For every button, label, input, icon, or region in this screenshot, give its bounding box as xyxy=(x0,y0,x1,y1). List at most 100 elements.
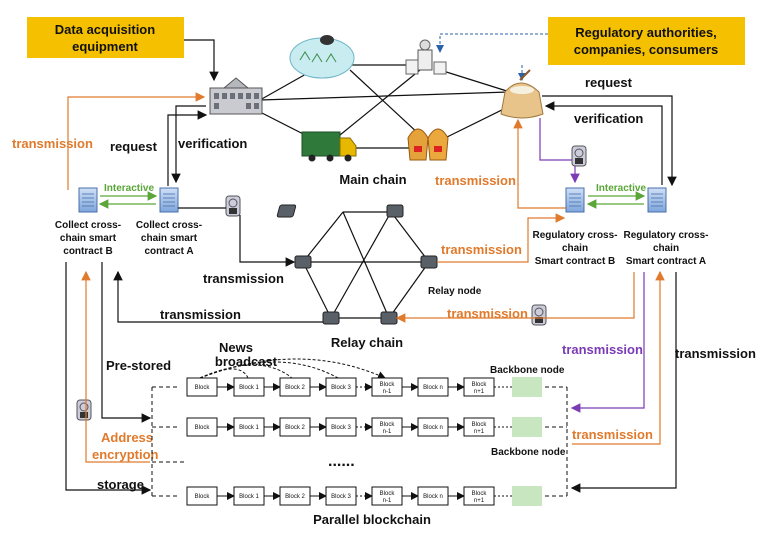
reg-b-label-1: Regulatory cross- xyxy=(532,230,617,241)
relay-node-icon xyxy=(380,311,398,325)
reg-contract-a-document-icon xyxy=(647,187,667,213)
block-label: Block 1 xyxy=(239,425,259,431)
block-label: n+1 xyxy=(474,389,485,395)
block-label: Block xyxy=(195,494,211,500)
transmission-purple-label: transmission xyxy=(562,342,643,357)
address-encryption-label-1: Address xyxy=(101,430,153,445)
purple-bag-to-contract-arrow xyxy=(539,118,580,184)
transmission-relay-bottom-right-label: transmission xyxy=(447,306,528,321)
transmission-bottom-orange-label: transmission xyxy=(572,427,653,442)
block-label: Block xyxy=(380,491,396,497)
factory-icon xyxy=(209,77,263,115)
parallel-bracket-lines xyxy=(151,386,568,497)
storage-arrow xyxy=(65,262,152,495)
verification-left-label: verification xyxy=(178,136,247,151)
reg-a-label-1: Regulatory cross- xyxy=(623,230,708,241)
transmission-right-relay-label: transmission xyxy=(441,242,522,257)
truck-icon xyxy=(301,131,357,162)
collect-b-label-2: chain smart xyxy=(60,233,117,244)
data-acquisition-label-2: equipment xyxy=(72,39,138,54)
block-label: Block 1 xyxy=(239,385,259,391)
regulatory-label-2: companies, consumers xyxy=(574,42,719,57)
transmission-far-right-label: transmission xyxy=(675,346,756,361)
block-label: n-1 xyxy=(383,498,392,504)
block-label: Block 2 xyxy=(285,385,305,391)
block-label: Block n xyxy=(423,385,443,391)
data-acquisition-label-1: Data acquisition xyxy=(55,22,155,37)
transmission-left-top-arrow xyxy=(67,92,206,190)
backbone-node xyxy=(512,417,542,437)
backbone-node-bottom-label: Backbone node xyxy=(491,447,566,458)
block-label: Block 2 xyxy=(285,494,305,500)
collect-a-label-3: contract A xyxy=(144,246,193,257)
reg-to-farmer-dashed xyxy=(436,33,548,53)
interactive-left-label: Interactive xyxy=(104,183,154,194)
transmission-bottom-orange-arrow xyxy=(572,270,665,445)
block-label: n+1 xyxy=(474,429,485,435)
address-encryption-label-2: encryption xyxy=(92,447,159,462)
transmission-relay-bottom-right-arrow xyxy=(395,272,635,323)
news-broadcast-arcs xyxy=(199,358,386,379)
block-label: n-1 xyxy=(383,429,392,435)
collect-contract-a-document-icon xyxy=(159,187,179,213)
block-label: Block 3 xyxy=(331,425,351,431)
collect-b-label-1: Collect cross- xyxy=(55,220,121,231)
relay-node-icon xyxy=(420,255,438,269)
storage-label: storage xyxy=(97,477,144,492)
regulatory-box xyxy=(548,17,745,65)
block-label: Block xyxy=(195,425,211,431)
news-broadcast-label-1: News xyxy=(219,340,253,355)
interactive-right-label: Interactive xyxy=(596,183,646,194)
block-label: Block 3 xyxy=(331,494,351,500)
verification-left-arrow xyxy=(171,105,206,184)
block-label: Block 3 xyxy=(331,385,351,391)
lock-key-icon xyxy=(531,304,547,326)
block-label: n+1 xyxy=(474,498,485,504)
transmission-relay-bottom-left-label: transmission xyxy=(160,307,241,322)
block-label: Block xyxy=(472,382,488,388)
block-label: n-1 xyxy=(383,389,392,395)
lock-key-icon xyxy=(225,195,241,217)
request-left-arrow xyxy=(167,110,208,186)
rice-bag-icon xyxy=(500,69,544,119)
reg-a-label-2: chain xyxy=(653,243,679,254)
transmission-right-relay-arrow xyxy=(437,213,566,263)
parallel-blockchain-label: Parallel blockchain xyxy=(313,512,431,527)
lock-key-icon xyxy=(76,399,92,421)
collect-a-label-1: Collect cross- xyxy=(136,220,202,231)
block-label: Block xyxy=(380,382,396,388)
transmission-center-right-label: transmission xyxy=(435,173,516,188)
ellipsis-label: ...... xyxy=(328,453,355,470)
transmission-left-top-label: transmission xyxy=(12,136,93,151)
block-label: Block n xyxy=(423,494,443,500)
block-label: Block 2 xyxy=(285,425,305,431)
transmission-purple-arrow xyxy=(570,272,645,413)
collect-contract-b-document-icon xyxy=(78,187,98,213)
relay-node-icon xyxy=(276,204,297,218)
request-left-label: request xyxy=(110,139,158,154)
request-right-label: request xyxy=(585,75,633,90)
pre-stored-arrow xyxy=(101,262,152,423)
backbone-node-top-label: Backbone node xyxy=(490,365,565,376)
transmission-center-right-arrow xyxy=(513,118,580,209)
data-acquisition-box xyxy=(27,17,184,58)
relay-node-icon xyxy=(322,311,340,325)
news-broadcast-label-2: broadcast xyxy=(215,354,278,369)
main-chain-label: Main chain xyxy=(339,172,406,187)
reg-contract-b-document-icon xyxy=(565,187,585,213)
block-label: Block xyxy=(195,385,211,391)
backbone-node xyxy=(512,486,542,506)
greenhouse-icon xyxy=(289,35,355,79)
transmission-relay-bottom-left-arrow xyxy=(113,270,323,323)
transmission-relay-left-label: transmission xyxy=(203,271,284,286)
verification-right-arrow xyxy=(544,101,663,185)
block-label: Block n xyxy=(423,425,443,431)
grain-baskets-icon xyxy=(407,128,449,161)
verification-right-label: verification xyxy=(574,111,643,126)
relay-chain-lines xyxy=(302,211,430,319)
relay-node-icon xyxy=(294,255,312,269)
reg-a-label-3: Smart contract A xyxy=(626,256,706,267)
request-right-arrow xyxy=(542,95,677,187)
